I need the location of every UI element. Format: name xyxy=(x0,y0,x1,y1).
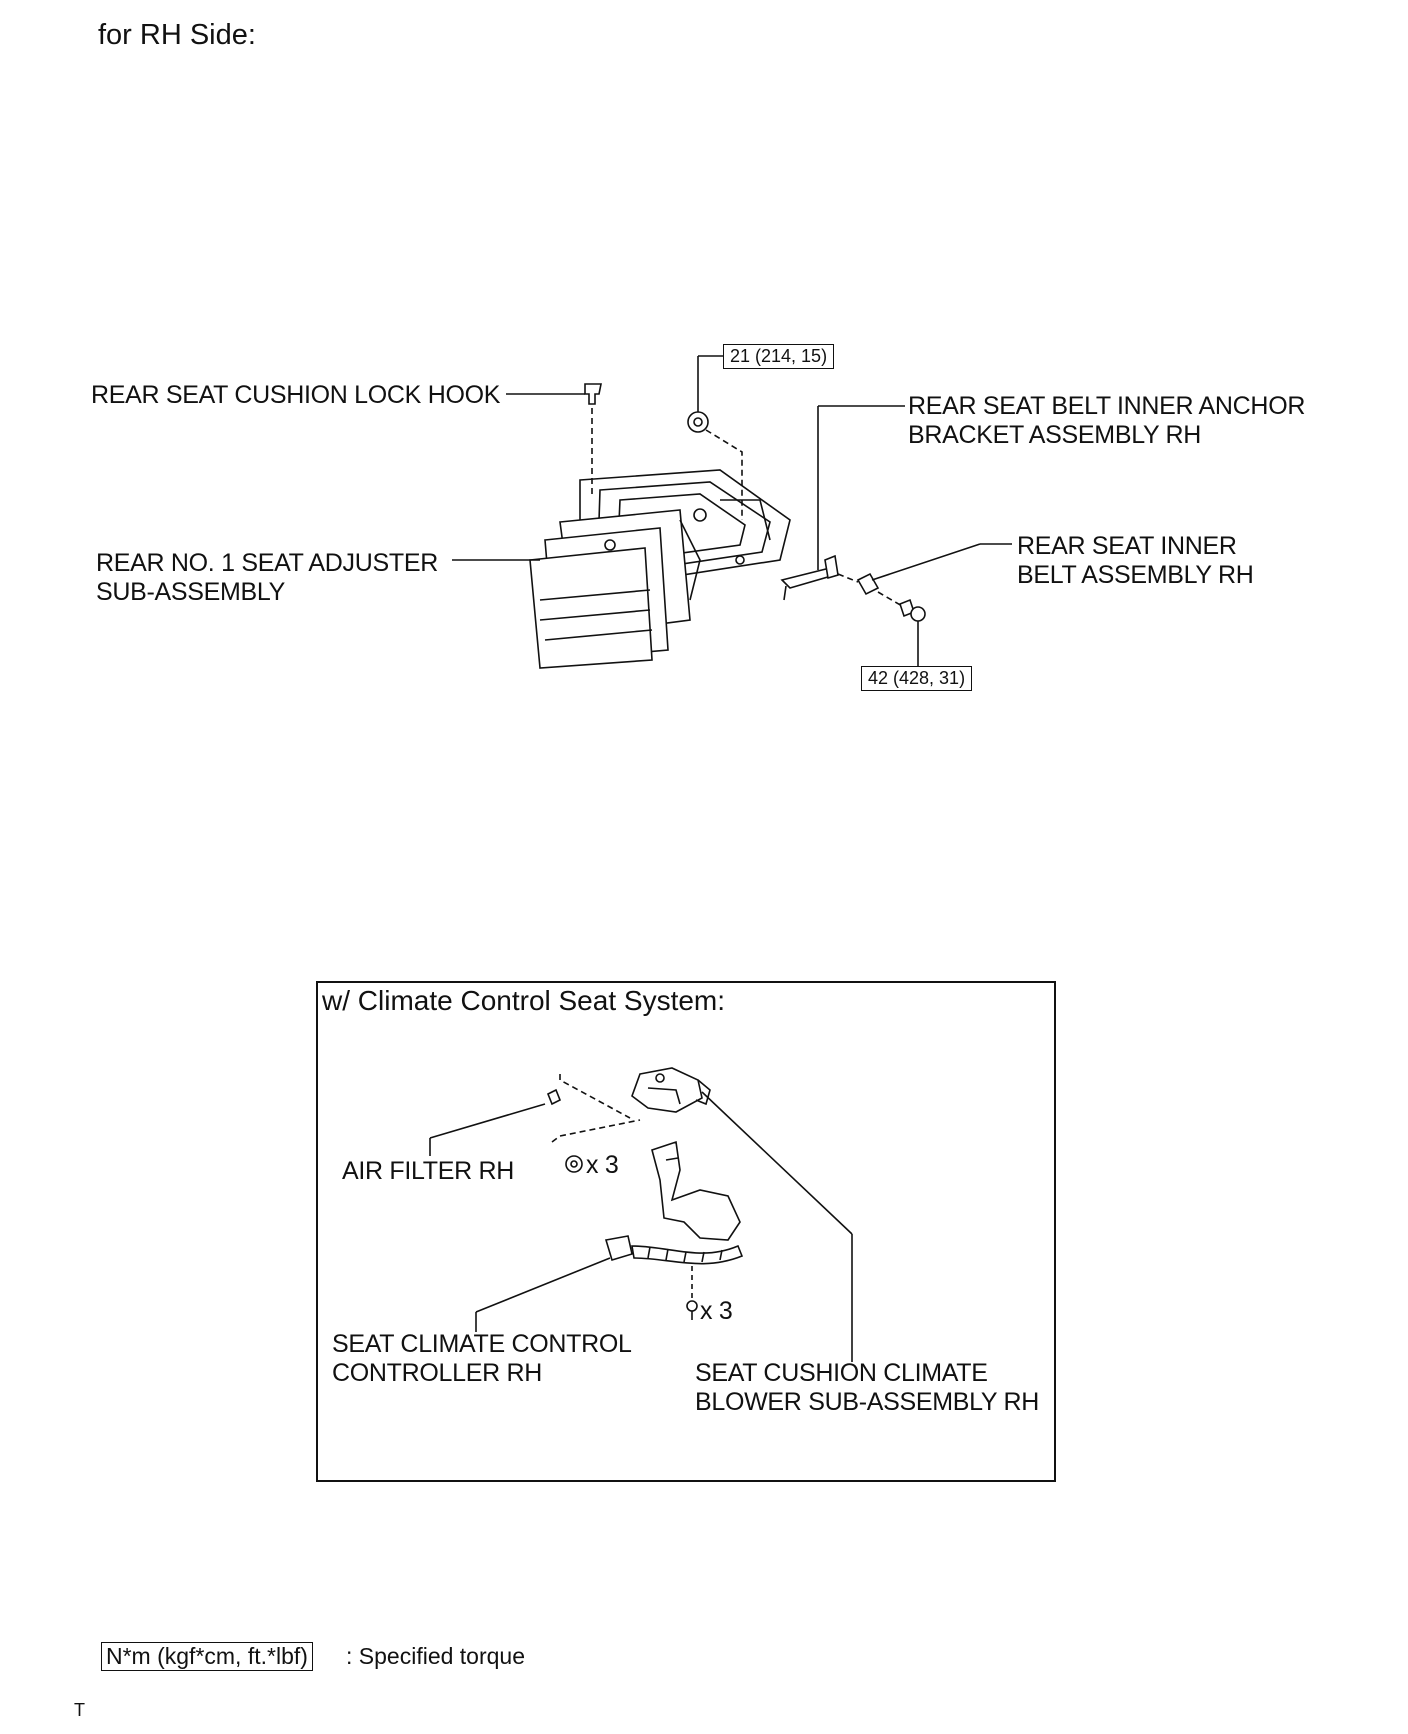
nut-x3-icon xyxy=(565,1155,583,1173)
blower-icon xyxy=(631,1067,711,1113)
torque-legend-text: : Specified torque xyxy=(346,1643,526,1669)
seat-adjuster-frame-icon xyxy=(529,469,791,669)
inner-belt-label-line2: BELT ASSEMBLY RH xyxy=(1017,561,1254,589)
climate-panel-title: w/ Climate Control Seat System: xyxy=(322,985,726,1016)
nut-quantity: x 3 xyxy=(586,1151,619,1179)
nut-torque-value: 21 (214, 15) xyxy=(723,344,835,369)
inner-belt-leader xyxy=(871,543,981,581)
air-filter-label: AIR FILTER RH xyxy=(342,1157,515,1185)
controller-harness-icon xyxy=(604,1235,744,1265)
blower-label-line1: SEAT CUSHION CLIMATE xyxy=(695,1359,988,1387)
inner-belt-label-line1: REAR SEAT INNER xyxy=(1017,532,1237,560)
nut-icon xyxy=(687,411,709,433)
seat-adjuster-label-line2: SUB-ASSEMBLY xyxy=(96,578,286,606)
bolt-torque-value: 42 (428, 31) xyxy=(861,666,973,691)
seat-adjuster-label-line1: REAR NO. 1 SEAT ADJUSTER xyxy=(96,549,438,577)
anchor-bracket-label-line2: BRACKET ASSEMBLY RH xyxy=(908,421,1202,449)
anchor-bracket-label-line1: REAR SEAT BELT INNER ANCHOR xyxy=(908,392,1306,420)
screw-x3-icon xyxy=(686,1300,698,1320)
torque-legend-box: N*m (kgf*cm, ft.*lbf) xyxy=(101,1642,313,1671)
controller-label-line2: CONTROLLER RH xyxy=(332,1359,543,1387)
climate-control-panel xyxy=(316,981,1056,1482)
blower-leader xyxy=(701,1091,853,1235)
lock-hook-label: REAR SEAT CUSHION LOCK HOOK xyxy=(91,381,501,409)
screw-quantity: x 3 xyxy=(700,1297,733,1325)
duct-icon xyxy=(651,1140,741,1241)
footer-mark: T xyxy=(74,1700,85,1720)
controller-label-line1: SEAT CLIMATE CONTROL xyxy=(332,1330,632,1358)
bolt-icon xyxy=(899,598,926,622)
lock-hook-icon xyxy=(584,383,602,405)
anchor-bracket-icon xyxy=(780,554,840,601)
inner-belt-buckle-icon xyxy=(856,572,880,596)
blower-label-line2: BLOWER SUB-ASSEMBLY RH xyxy=(695,1388,1039,1416)
side-title: for RH Side: xyxy=(98,19,256,51)
air-filter-icon xyxy=(546,1088,562,1106)
